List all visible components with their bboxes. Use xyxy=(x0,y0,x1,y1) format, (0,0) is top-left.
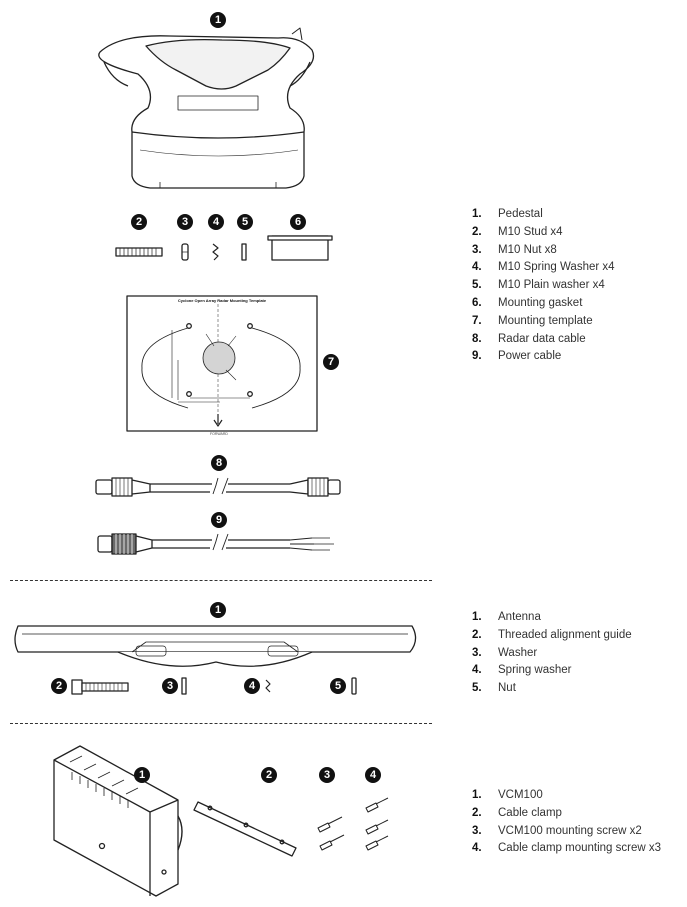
list-item: 8.Radar data cable xyxy=(472,332,586,345)
callout-power-cable: 9 xyxy=(211,512,227,528)
vcm100-illustration xyxy=(53,745,183,897)
callout-vcm-screw: 3 xyxy=(319,767,335,783)
list-item: 3.VCM100 mounting screw x2 xyxy=(472,824,642,837)
list-item: 2.M10 Stud x4 xyxy=(472,225,563,238)
callout-stud: 2 xyxy=(131,214,147,230)
list-item: 3.Washer xyxy=(472,646,538,659)
callout-nut: 3 xyxy=(177,214,193,230)
template-forward-label: FORWARD xyxy=(210,432,228,436)
parts-list-pedestal: 1.Pedestal 2.M10 Stud x4 3.M10 Nut x8 4.… xyxy=(472,206,615,366)
hardware-row-2 xyxy=(71,677,357,695)
screws-clamp xyxy=(365,797,389,851)
callout-nut-2: 5 xyxy=(330,678,346,694)
callout-clamp-screw: 4 xyxy=(365,767,381,783)
parts-list-antenna: 1.Antenna 2.Threaded alignment guide 3.W… xyxy=(472,609,632,698)
list-item: 4.Spring washer xyxy=(472,664,572,677)
list-item: 7.Mounting template xyxy=(472,314,593,327)
callout-gasket: 6 xyxy=(290,214,306,230)
list-item: 2.Threaded alignment guide xyxy=(472,628,632,641)
parts-list-vcm: 1.VCM100 2.Cable clamp 3.VCM100 mounting… xyxy=(472,787,661,858)
section-divider xyxy=(10,580,432,581)
list-item: 1.Pedestal xyxy=(472,208,543,220)
callout-washer: 3 xyxy=(162,678,178,694)
list-item: 9.Power cable xyxy=(472,350,562,363)
power-cable xyxy=(97,533,334,555)
list-item: 6.Mounting gasket xyxy=(472,296,583,309)
list-item: 1.Antenna xyxy=(472,611,541,623)
mounting-template xyxy=(126,295,318,432)
callout-data-cable: 8 xyxy=(211,455,227,471)
callout-alignment-guide: 2 xyxy=(51,678,67,694)
cable-clamp xyxy=(193,801,297,857)
callout-plain-washer: 5 xyxy=(237,214,253,230)
callout-antenna: 1 xyxy=(210,602,226,618)
callout-vcm100: 1 xyxy=(134,767,150,783)
hardware-row-1 xyxy=(115,235,333,261)
callout-template: 7 xyxy=(323,354,339,370)
template-title: Cyclone Open Array Radar Mounting Templa… xyxy=(177,298,267,303)
callout-cable-clamp: 2 xyxy=(261,767,277,783)
callout-spring-washer: 4 xyxy=(208,214,224,230)
section-divider xyxy=(10,723,432,724)
list-item: 4.Cable clamp mounting screw x3 xyxy=(472,842,661,855)
pedestal-illustration xyxy=(98,27,315,189)
list-item: 1.VCM100 xyxy=(472,789,543,801)
antenna-illustration xyxy=(14,625,417,667)
list-item: 5.M10 Plain washer x4 xyxy=(472,279,605,292)
callout-pedestal: 1 xyxy=(210,12,226,28)
screws-vcm xyxy=(317,816,345,851)
list-item: 3.M10 Nut x8 xyxy=(472,243,557,256)
list-item: 5.Nut xyxy=(472,682,516,695)
list-item: 4.M10 Spring Washer x4 xyxy=(472,261,615,274)
callout-spring-washer-2: 4 xyxy=(244,678,260,694)
radar-data-cable xyxy=(95,477,341,497)
list-item: 2.Cable clamp xyxy=(472,806,562,819)
